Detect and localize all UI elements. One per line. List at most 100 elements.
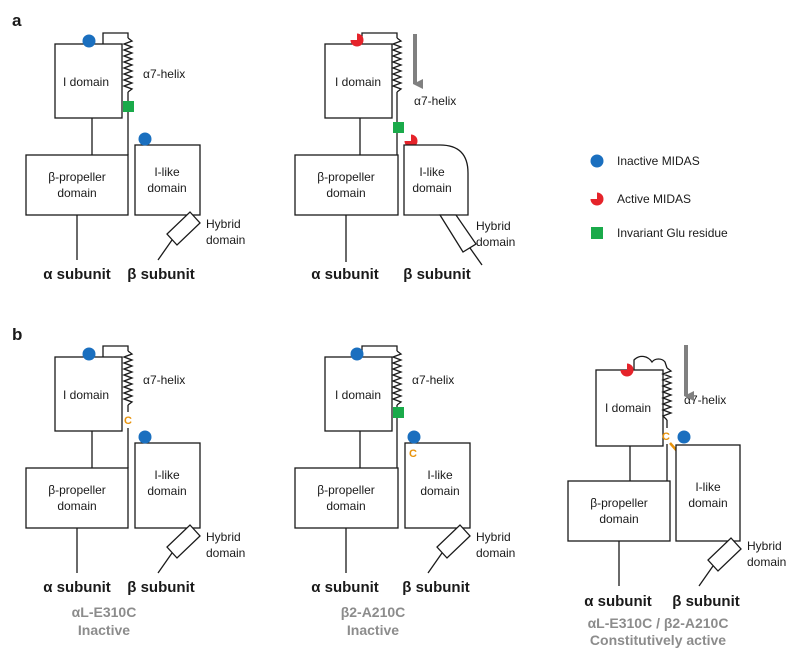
beta-propeller-label-1: β-propeller xyxy=(317,483,375,497)
active-midas-pacman xyxy=(350,33,364,47)
beta-subunit-label: β subunit xyxy=(672,593,739,610)
caption-mutation: αL-E310C / β2-A210C xyxy=(588,615,729,631)
i-domain-label: I domain xyxy=(63,388,109,402)
i-like-label-1: I-like xyxy=(154,468,180,482)
invariant-glu-square xyxy=(393,407,404,418)
helix-loop xyxy=(102,345,129,357)
inactive-midas-circle xyxy=(350,347,364,361)
i-like-label-1: I-like xyxy=(695,480,721,494)
i-like-domain-box xyxy=(134,442,201,529)
invariant-glu-square xyxy=(123,101,134,112)
alpha7-helix-spring xyxy=(391,37,403,93)
alpha7-helix-label: α7-helix xyxy=(143,67,185,81)
hybrid-label-1: Hybrid xyxy=(747,539,782,553)
legend-active-midas-label: Active MIDAS xyxy=(617,192,691,206)
hybrid-domain-box xyxy=(438,214,477,253)
alpha7-helix-label: α7-helix xyxy=(143,373,185,387)
caption-mutation: β2-A210C xyxy=(341,604,406,620)
legend-active-midas-icon xyxy=(590,192,604,206)
beta-tail-line xyxy=(157,552,173,574)
inactive-midas-circle xyxy=(407,430,421,444)
alpha-subunit-label: α subunit xyxy=(43,579,111,596)
i-like-label-1: I-like xyxy=(154,165,180,179)
diagram-b1: I domain α7-helix C β-propeller domain I… xyxy=(25,345,245,638)
panel-label-a: a xyxy=(12,11,22,30)
i-domain-box xyxy=(595,369,664,447)
hybrid-label-2: domain xyxy=(747,555,786,569)
cysteine-label: C xyxy=(409,448,417,460)
helix-loop xyxy=(361,32,398,44)
beta-propeller-box xyxy=(294,467,399,529)
legend-invariant-glu-icon xyxy=(591,227,603,239)
beta-subunit-label: β subunit xyxy=(402,579,469,596)
i-like-label-2: domain xyxy=(688,496,727,510)
diagram-b2: I domain α7-helix β-propeller domain C I… xyxy=(294,345,515,638)
hybrid-domain-box xyxy=(166,524,201,559)
diagram-a2-active: I domain α7-helix β-propeller domain I-l… xyxy=(294,32,515,283)
i-domain-label: I domain xyxy=(335,388,381,402)
hybrid-label-1: Hybrid xyxy=(476,219,511,233)
alpha7-helix-spring xyxy=(122,37,134,93)
alpha-subunit-label: α subunit xyxy=(43,266,111,283)
beta-propeller-label-1: β-propeller xyxy=(590,496,648,510)
i-like-domain-box xyxy=(675,444,741,542)
active-midas-pacman xyxy=(620,363,634,377)
inactive-midas-circle xyxy=(138,132,152,146)
active-midas-pacman xyxy=(404,134,418,148)
diagram-b3: I domain α7-helix C C β-propeller domain… xyxy=(567,345,786,648)
inactive-midas-circle xyxy=(82,34,96,48)
inactive-midas-circle xyxy=(677,430,691,444)
i-domain-box xyxy=(54,43,123,119)
inactive-midas-circle xyxy=(82,347,96,361)
alpha7-helix-label: α7-helix xyxy=(412,373,454,387)
alpha7-helix-label: α7-helix xyxy=(684,393,726,407)
beta-tail-line xyxy=(698,565,714,587)
beta-propeller-box xyxy=(25,467,129,529)
hybrid-domain-box xyxy=(707,537,742,572)
legend: Inactive MIDAS Active MIDAS Invariant Gl… xyxy=(590,154,728,240)
beta-propeller-label-1: β-propeller xyxy=(48,483,106,497)
i-like-label-2: domain xyxy=(412,181,451,195)
hybrid-label-1: Hybrid xyxy=(206,530,241,544)
inactive-midas-circle xyxy=(138,430,152,444)
beta-propeller-box xyxy=(294,154,399,216)
beta-propeller-label-2: domain xyxy=(326,499,365,513)
hybrid-label-2: domain xyxy=(206,546,245,560)
beta-propeller-box xyxy=(567,480,671,542)
hybrid-domain-box xyxy=(166,211,201,246)
hybrid-label-2: domain xyxy=(476,235,515,249)
caption-state: Constitutively active xyxy=(590,632,726,648)
i-like-label-2: domain xyxy=(147,484,186,498)
hybrid-label-1: Hybrid xyxy=(476,530,511,544)
alpha-subunit-label: α subunit xyxy=(311,579,379,596)
cysteine-label: C xyxy=(124,415,132,427)
i-like-domain-box xyxy=(404,442,471,529)
helix-loop xyxy=(633,355,668,370)
alpha-subunit-label: α subunit xyxy=(584,593,652,610)
i-like-label-2: domain xyxy=(147,181,186,195)
hybrid-label-2: domain xyxy=(476,546,515,560)
helix-loop xyxy=(102,32,129,44)
beta-subunit-label: β subunit xyxy=(127,579,194,596)
i-like-domain-box xyxy=(134,144,201,216)
helix-loop xyxy=(361,345,398,357)
panel-label-b: b xyxy=(12,325,22,344)
beta-propeller-label-2: domain xyxy=(326,186,365,200)
beta-tail-line xyxy=(469,247,483,266)
beta-propeller-box xyxy=(25,154,129,216)
hybrid-label-2: domain xyxy=(206,233,245,247)
beta-subunit-label: β subunit xyxy=(403,266,470,283)
caption-mutation: αL-E310C xyxy=(72,604,137,620)
alpha-subunit-label: α subunit xyxy=(311,266,379,283)
beta-propeller-label-2: domain xyxy=(599,512,638,526)
hybrid-domain-box xyxy=(436,524,471,559)
diagram-a1-inactive: I domain α7-helix β-propeller domain I-l… xyxy=(25,32,245,283)
caption-state: Inactive xyxy=(78,622,130,638)
i-domain-box xyxy=(324,356,393,432)
invariant-glu-square xyxy=(393,122,404,133)
i-like-domain-box xyxy=(403,144,469,216)
alpha7-helix-spring xyxy=(391,350,403,406)
caption-state: Inactive xyxy=(347,622,399,638)
i-like-label-1: I-like xyxy=(427,468,453,482)
